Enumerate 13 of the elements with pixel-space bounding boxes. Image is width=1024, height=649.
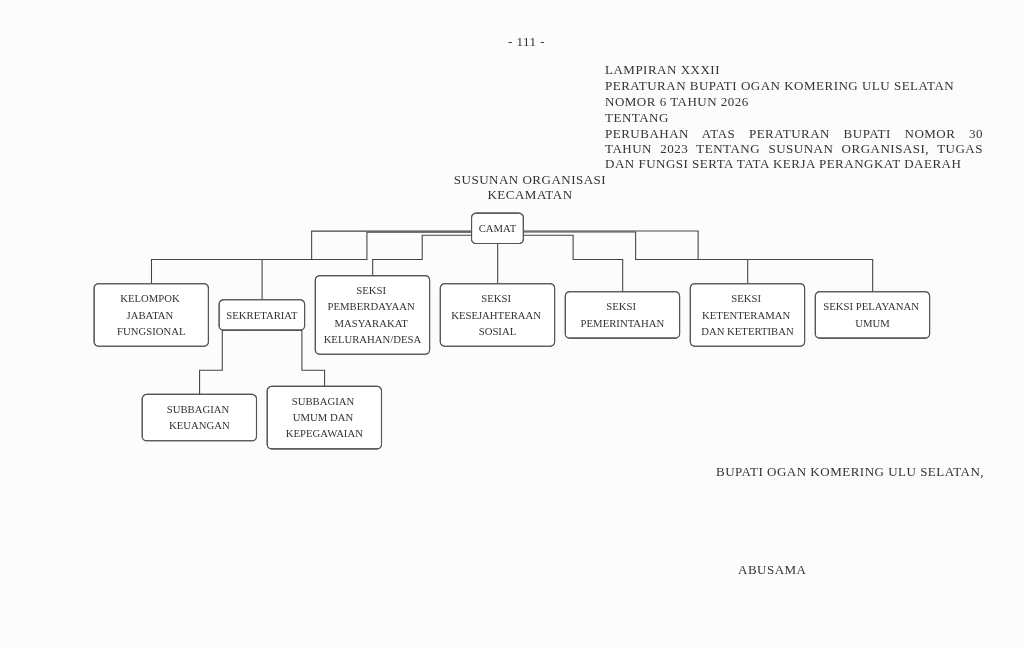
header-text: TENTANG <box>605 110 670 125</box>
diagram-title: SUSUNAN ORGANISASI KECAMATAN <box>452 172 608 202</box>
header-text: NOMOR 6 TAHUN 2026 <box>605 94 750 109</box>
connector <box>523 230 874 293</box>
connector <box>523 234 624 293</box>
connector <box>497 243 499 285</box>
header-text: PERATURAN BUPATI OGAN KOMERING ULU SELATAN <box>605 78 956 93</box>
header-text: LAMPIRAN XXXII <box>605 62 721 77</box>
page-number: - 111 - <box>508 34 547 49</box>
header-text: PERUBAHAN ATAS PERATURAN BUPATI NOMOR 30 TAHUN 2023 TENTANG SUSUNAN ORGANISASI, TUGAS DAN FUNGSI SERTA TATA KERJA PERANGKAT DAERAH <box>605 126 983 171</box>
signature-text: BUPATI OGAN KOMERING ULU SELATAN, <box>716 464 986 479</box>
signature-text: ABUSAMA <box>738 562 808 577</box>
connector <box>523 231 749 285</box>
